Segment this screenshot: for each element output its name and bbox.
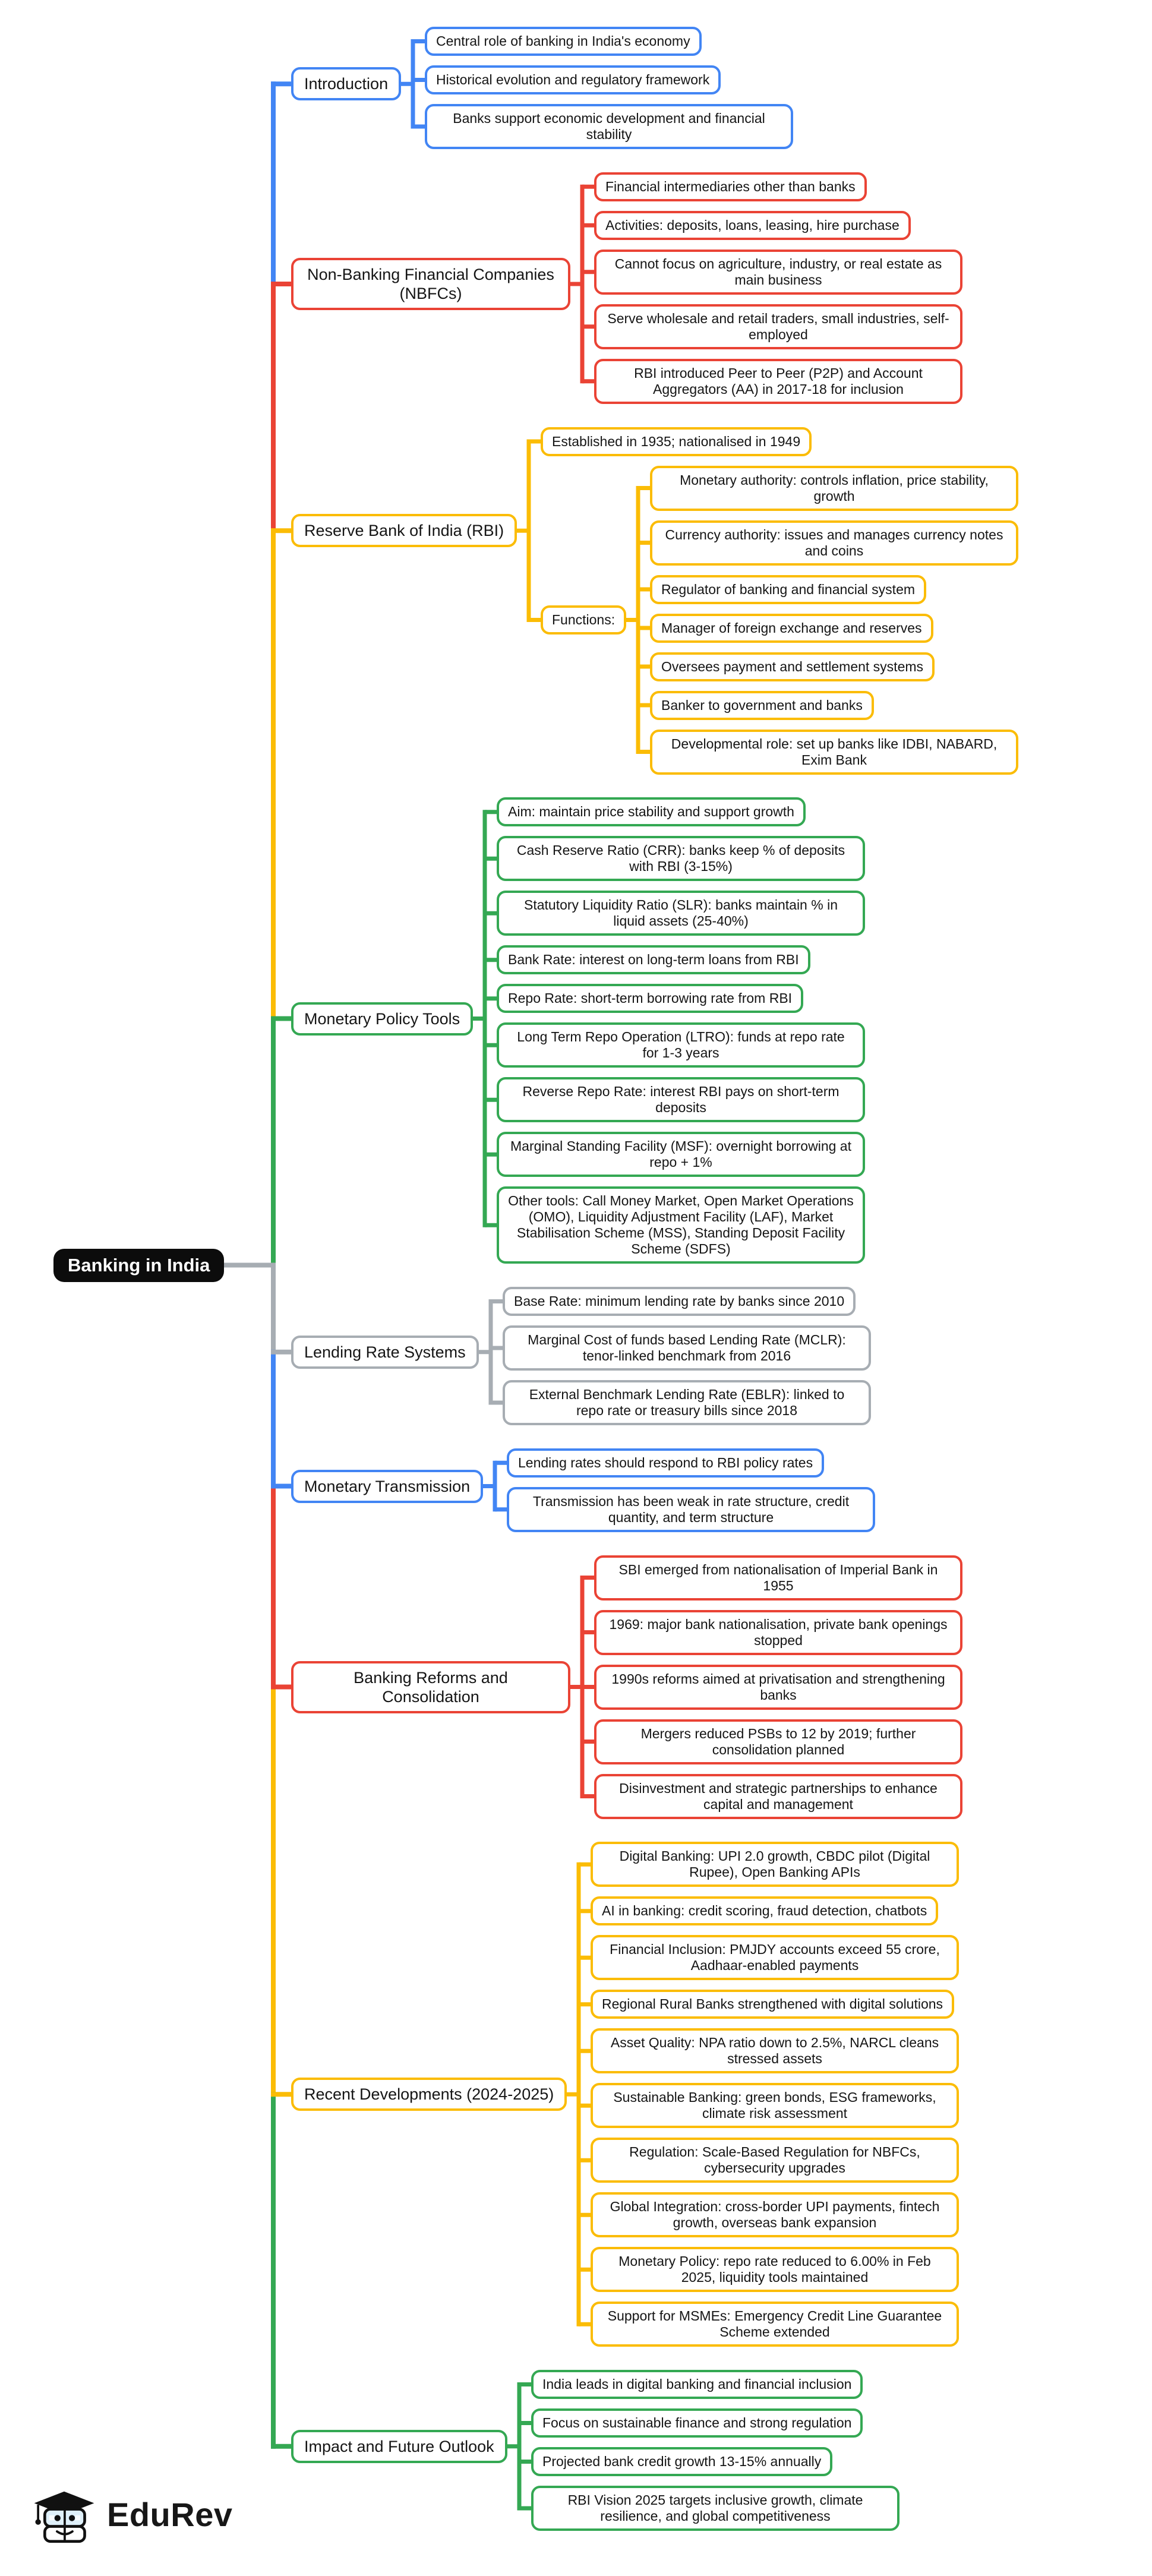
leaf-node: Lending rates should respond to RBI poli… (507, 1448, 825, 1478)
branch-node: Lending Rate Systems (291, 1335, 479, 1369)
leaf-node: Currency authority: issues and manages c… (650, 520, 1018, 566)
leaf-node: Base Rate: minimum lending rate by banks… (503, 1287, 856, 1316)
leaf-node: Bank Rate: interest on long-term loans f… (497, 945, 810, 975)
leaf-node: Established in 1935; nationalised in 194… (541, 427, 812, 456)
leaf-node: Other tools: Call Money Market, Open Mar… (497, 1186, 865, 1264)
leaf-node: Asset Quality: NPA ratio down to 2.5%, N… (591, 2028, 959, 2074)
leaf-node: Regulator of banking and financial syste… (650, 574, 927, 604)
leaf-node: Historical evolution and regulatory fram… (425, 65, 721, 94)
leaf-node: Marginal Cost of funds based Lending Rat… (503, 1325, 871, 1371)
leaf-node: Manager of foreign exchange and reserves (650, 613, 933, 643)
branch-node: Introduction (291, 67, 402, 101)
leaf-node: External Benchmark Lending Rate (EBLR): … (503, 1380, 871, 1425)
leaf-node: Banks support economic development and f… (425, 104, 793, 149)
central-topic: Banking in India (53, 1248, 225, 1282)
leaf-node: Activities: deposits, loans, leasing, hi… (594, 210, 911, 240)
leaf-node: Digital Banking: UPI 2.0 growth, CBDC pi… (591, 1842, 959, 1887)
leaf-node: Monetary authority: controls inflation, … (650, 465, 1018, 511)
leaf-node: Regulation: Scale-Based Regulation for N… (591, 2138, 959, 2183)
branch-node: Impact and Future Outlook (291, 2429, 507, 2463)
leaf-node: Financial intermediaries other than bank… (594, 172, 867, 201)
leaf-node: SBI emerged from nationalisation of Impe… (594, 1555, 962, 1600)
leaf-node: Developmental role: set up banks like ID… (650, 729, 1018, 775)
branch-node: Monetary Policy Tools (291, 1002, 474, 1036)
leaf-node: Focus on sustainable finance and strong … (531, 2408, 863, 2438)
leaf-node: Support for MSMEs: Emergency Credit Line… (591, 2302, 959, 2347)
leaf-node: Banker to government and banks (650, 690, 874, 720)
leaf-node: Sustainable Banking: green bonds, ESG fr… (591, 2083, 959, 2129)
leaf-node: Cannot focus on agriculture, industry, o… (594, 249, 962, 295)
leaf-node: 1969: major bank nationalisation, privat… (594, 1609, 962, 1655)
edurev-wordmark: EduRev (107, 2495, 233, 2533)
branch-node: Non-Banking Financial Companies (NBFCs) (291, 258, 570, 310)
leaf-node: Reverse Repo Rate: interest RBI pays on … (497, 1077, 865, 1123)
leaf-node: Cash Reserve Ratio (CRR): banks keep % o… (497, 836, 865, 882)
branch-node: Recent Developments (2024-2025) (291, 2078, 567, 2111)
branch-node: Banking Reforms and Consolidation (291, 1660, 570, 1713)
leaf-node: Aim: maintain price stability and suppor… (497, 797, 806, 827)
leaf-node: Regional Rural Banks strengthened with d… (591, 1990, 955, 2019)
leaf-node: 1990s reforms aimed at privatisation and… (594, 1664, 962, 1710)
leaf-node: Financial Inclusion: PMJDY accounts exce… (591, 1935, 959, 1981)
leaf-node: Marginal Standing Facility (MSF): overni… (497, 1132, 865, 1177)
leaf-node: India leads in digital banking and finan… (531, 2370, 863, 2399)
branch-node: Reserve Bank of India (RBI) (291, 514, 517, 548)
leaf-node: Central role of banking in India's econo… (425, 27, 702, 56)
leaf-node: RBI Vision 2025 targets inclusive growth… (531, 2486, 899, 2531)
edurev-watermark: EduRev (31, 2481, 233, 2547)
sub-topic-node: Functions: (541, 605, 627, 634)
leaf-node: Repo Rate: short-term borrowing rate fro… (497, 984, 804, 1014)
leaf-node: Projected bank credit growth 13-15% annu… (531, 2447, 833, 2476)
edurev-logo (34, 2491, 94, 2543)
leaf-node: Monetary Policy: repo rate reduced to 6.… (591, 2247, 959, 2293)
leaf-node: Transmission has been weak in rate struc… (507, 1486, 875, 1532)
branch-node: Monetary Transmission (291, 1469, 484, 1503)
leaf-node: Mergers reduced PSBs to 12 by 2019; furt… (594, 1719, 962, 1764)
leaf-node: Statutory Liquidity Ratio (SLR): banks m… (497, 891, 865, 936)
leaf-node: Global Integration: cross-border UPI pay… (591, 2192, 959, 2238)
leaf-node: Disinvestment and strategic partnerships… (594, 1773, 962, 1819)
leaf-node: Serve wholesale and retail traders, smal… (594, 304, 962, 349)
leaf-node: Oversees payment and settlement systems (650, 652, 935, 681)
leaf-node: AI in banking: credit scoring, fraud det… (591, 1896, 939, 1926)
leaf-node: Long Term Repo Operation (LTRO): funds a… (497, 1022, 865, 1068)
leaf-node: RBI introduced Peer to Peer (P2P) and Ac… (594, 358, 962, 404)
